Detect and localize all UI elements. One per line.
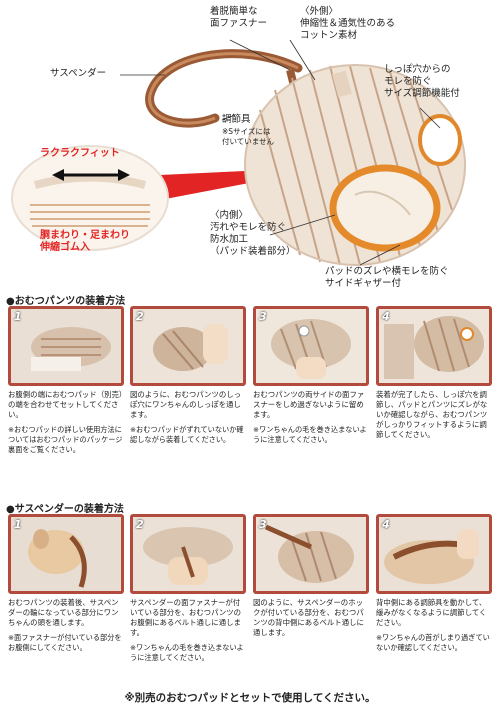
label-inner: 〈内側〉 汚れやモレを防ぐ 防水加工 （パッド装着部分）: [210, 210, 296, 257]
label-outer: 〈外側〉 伸縮性＆通気性のある コットン素材: [300, 6, 396, 41]
section-title-suspender: ●サスペンダーの装着方法: [6, 504, 124, 515]
step-description: おむつパンツの装着後、サスペンダーの輪になっている部分にワンちゃんの頭を通します…: [8, 598, 119, 627]
step-description: お腹側の端におむつパッド（別売）の端を合わせてセットしてください。: [8, 390, 123, 419]
step-number: 2: [136, 310, 144, 323]
step-note: ※面ファスナーが付いている部分をお腹側にしてください。: [8, 633, 122, 652]
suspender-step-1: 1 おむつパンツの装着後、サスペンダーの輪になっている部分にワンちゃんの頭を通し…: [8, 514, 124, 653]
label-gather: パッドのズレや横モレを防ぐ サイドギャザー付: [325, 266, 449, 289]
step-number: 3: [259, 518, 267, 531]
step-number: 4: [382, 518, 390, 531]
label-adjuster: 調節具: [222, 114, 251, 125]
step-image: 1: [8, 514, 124, 594]
suspender-step-3: 3 図のように、サスペンダーのホックが付いている部分を、おむつパンツの背中側にあ…: [253, 514, 369, 638]
step-image: 3: [253, 514, 369, 594]
step-description: 背中側にある調節具を動かして、緩みがなくなるように調節してください。: [376, 598, 487, 627]
step-image: 4: [376, 514, 492, 594]
label-adjuster-note: ※Sサイズには 付いていません: [222, 127, 275, 146]
step-image: 2: [130, 514, 246, 594]
suspender-step-2: 2 サスペンダーの面ファスナーが付いている部分を、おむつパンツのお腹側にあるベル…: [130, 514, 246, 663]
step-note: ※ワンちゃんの毛を巻き込まないように注意してください。: [253, 425, 367, 444]
step-image: 3: [253, 306, 369, 386]
step-description: 図のように、サスペンダーのホックが付いている部分を、おむつパンツの背中側にあるベ…: [253, 598, 364, 637]
step-number: 2: [136, 518, 144, 531]
step-number: 1: [14, 310, 22, 323]
pants-step-1: 1 お腹側の端におむつパッド（別売）の端を合わせてセットしてください。 ※おむつ…: [8, 306, 124, 455]
step-note: ※ワンちゃんの毛を巻き込まないように注意してください。: [130, 643, 244, 662]
footer-note: ※別売のおむつパッドとセットで使用してください。: [124, 692, 376, 704]
label-fastener: 着脱簡単な 面ファスナー: [210, 6, 268, 29]
label-waist: 胴まわり・足まわり 伸縮ゴム入: [40, 230, 130, 253]
step-description: おむつパンツの両サイドの面ファスナーをしめ過ぎないように留めます。: [253, 390, 365, 419]
label-suspender: サスペンダー: [50, 68, 107, 79]
step-image: 4: [376, 306, 492, 386]
pants-step-4: 4 装着が完了したら、しっぽ穴を調節し、パッドとパンツにズレがないか確認しながら…: [376, 306, 492, 440]
pants-step-2: 2 図のように、おむつパンツのしっぽ穴にワンちゃんのしっぽを通します。 ※おむつ…: [130, 306, 246, 445]
suspender-step-4: 4 背中側にある調節具を動かして、緩みがなくなるように調節してください。 ※ワン…: [376, 514, 492, 653]
label-rakuraku: ラクラクフィット: [40, 148, 120, 159]
step-note: ※ワンちゃんの首がしまり過ぎていないか確認してください。: [376, 633, 490, 652]
step-description: 図のように、おむつパンツのしっぽ穴にワンちゃんのしっぽを通します。: [130, 390, 242, 419]
step-image: 1: [8, 306, 124, 386]
stretch-arrow-icon: [52, 169, 130, 181]
step-description: 装着が完了したら、しっぽ穴を調節し、パッドとパンツにズレがないか確認しながら、お…: [376, 390, 488, 439]
step-note: ※おむつパッドの詳しい使用方法についてはおむつパッドのパッケージ裏面をご覧くださ…: [8, 425, 123, 454]
step-note: ※おむつパッドがずれていないか確認しながら装着してください。: [130, 425, 244, 444]
pants-step-3: 3 おむつパンツの両サイドの面ファスナーをしめ過ぎないように留めます。 ※ワンち…: [253, 306, 369, 445]
product-diagram: [11, 39, 466, 266]
step-number: 3: [259, 310, 267, 323]
step-number: 1: [14, 518, 22, 531]
step-number: 4: [382, 310, 390, 323]
step-image: 2: [130, 306, 246, 386]
label-tail: しっぽ穴からの モレを防ぐ サイズ調節機能付: [384, 64, 460, 99]
section-title-pants: ●おむつパンツの装着方法: [6, 296, 126, 307]
step-description: サスペンダーの面ファスナーが付いている部分を、おむつパンツのお腹側にあるベルト通…: [130, 598, 242, 637]
